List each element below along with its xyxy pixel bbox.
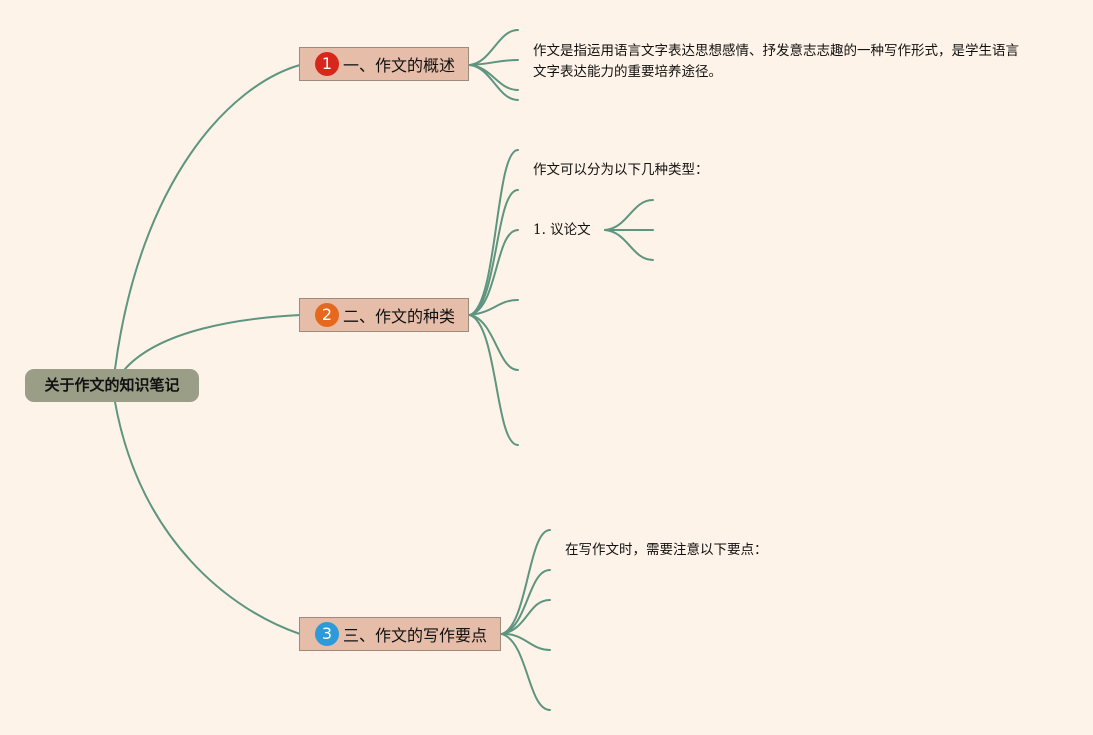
root-topic-label: 关于作文的知识笔记 <box>44 376 180 394</box>
branch-topic-1[interactable]: 1 一、作文的概述 <box>299 47 469 81</box>
leaf-writing-points-intro[interactable]: 在写作文时，需要注意以下要点： <box>565 542 768 558</box>
branch-topic-2-label: 二、作文的种类 <box>343 307 456 326</box>
root-topic[interactable]: 关于作文的知识笔记 <box>25 369 199 402</box>
edge-b3-leaf-3 <box>501 599 551 635</box>
leaf-types-intro[interactable]: 作文可以分为以下几种类型： <box>533 162 709 178</box>
leaf-overview-text[interactable]: 作文是指运用语言文字表达思想感情、抒发意志志趣的一种写作形式，是学生语言文字表达… <box>533 43 1019 80</box>
edge-b2-leaf-6 <box>469 314 519 446</box>
edge-b2-leaf-5 <box>469 314 519 371</box>
leaf-types-argumentative[interactable]: 1. 议论文 <box>533 222 591 238</box>
branch-topic-1-label: 一、作文的概述 <box>343 56 456 75</box>
edge-sub-1 <box>604 199 654 231</box>
edge-b3-leaf-5 <box>501 633 551 711</box>
branch-topic-3-label: 三、作文的写作要点 <box>343 626 488 645</box>
number-1-icon: 1 <box>315 52 339 76</box>
edge-b1-leaf-1 <box>469 29 519 66</box>
branch-topic-2[interactable]: 2 二、作文的种类 <box>299 298 469 332</box>
edge-b3-leaf-2 <box>501 569 551 635</box>
edge-b1-leaf-2 <box>469 59 519 66</box>
edge-b3-leaf-4 <box>501 632 551 651</box>
number-2-icon: 2 <box>315 303 339 327</box>
edge-root-branch-3 <box>114 401 301 635</box>
edge-b2-leaf-3 <box>469 229 519 316</box>
edge-b1-leaf-4 <box>469 64 519 101</box>
edge-root-branch-1 <box>114 64 301 370</box>
edge-b2-leaf-4 <box>469 299 519 316</box>
edge-b2-leaf-2 <box>469 189 519 316</box>
edge-b2-leaf-1 <box>469 149 519 316</box>
branch-topic-3[interactable]: 3 三、作文的写作要点 <box>299 617 501 651</box>
edge-sub-3 <box>604 229 654 261</box>
edge-b1-leaf-3 <box>469 64 519 91</box>
edge-b3-leaf-1 <box>501 529 551 635</box>
number-3-icon: 3 <box>315 622 339 646</box>
edge-root-branch-2 <box>124 314 301 370</box>
